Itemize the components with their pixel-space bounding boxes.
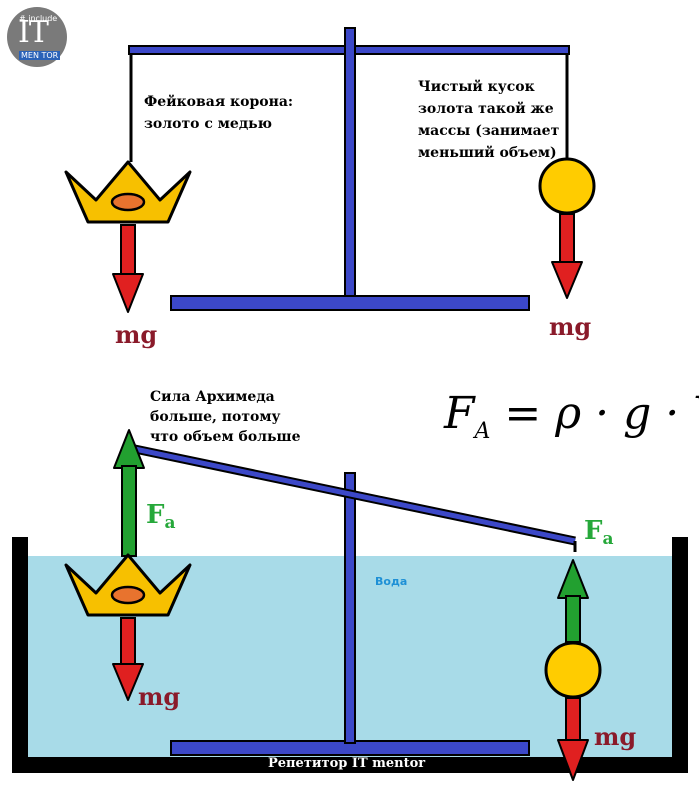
- bottom-right-buoyancy-arrow: [557, 559, 589, 643]
- bottom-left-mg-label: mg: [138, 682, 181, 711]
- left-fa-sub: a: [164, 513, 176, 533]
- bottom-left-gravity-arrow: [112, 617, 144, 701]
- left-fa-main: F: [146, 500, 165, 530]
- water-label: Вода: [375, 575, 408, 588]
- tank: [12, 537, 688, 773]
- top-balance-pillar: [344, 27, 356, 299]
- bottom-left-buoyancy-arrow: [113, 429, 145, 557]
- left-buoyancy-label: Fa: [146, 500, 175, 533]
- top-right-mg-label: mg: [549, 312, 592, 341]
- formula-rest: = ρ · g · V: [504, 388, 699, 439]
- bottom-right-gravity-arrow: [557, 697, 589, 781]
- archimedes-formula: FA = ρ · g · V: [444, 388, 699, 444]
- formula-f: F: [444, 388, 475, 439]
- footer-caption: Репетитор IT mentor: [268, 756, 426, 771]
- logo-mentor-text: MEN TOR: [19, 51, 61, 60]
- top-crown-icon: [64, 160, 192, 224]
- bottom-gold-ball-icon: [544, 641, 602, 699]
- top-gold-ball-icon: [538, 157, 596, 215]
- right-fa-main: F: [584, 516, 603, 546]
- formula-subscript: A: [474, 419, 491, 444]
- top-balance-base: [170, 295, 530, 311]
- logo-it-text: IT: [18, 15, 49, 50]
- archimedes-label: Сила Архимеда больше, потому что объем б…: [150, 389, 301, 445]
- right-fa-sub: a: [602, 529, 614, 549]
- top-right-gravity-arrow: [551, 213, 583, 299]
- top-left-gravity-arrow: [112, 224, 144, 313]
- bottom-balance-pillar: [344, 472, 356, 744]
- gold-label: Чистый кусок золота такой же массы (зани…: [418, 79, 560, 161]
- bottom-right-mg-label: mg: [594, 722, 637, 751]
- top-balance: [64, 27, 596, 313]
- logo-include-text: # include: [19, 14, 58, 23]
- crown-label: Фейковая корона: золото с медью: [144, 94, 294, 132]
- right-buoyancy-label: Fa: [584, 516, 613, 549]
- bottom-balance: [12, 429, 688, 781]
- top-left-mg-label: mg: [115, 320, 158, 349]
- it-mentor-logo: # include IT MEN TOR: [7, 7, 67, 67]
